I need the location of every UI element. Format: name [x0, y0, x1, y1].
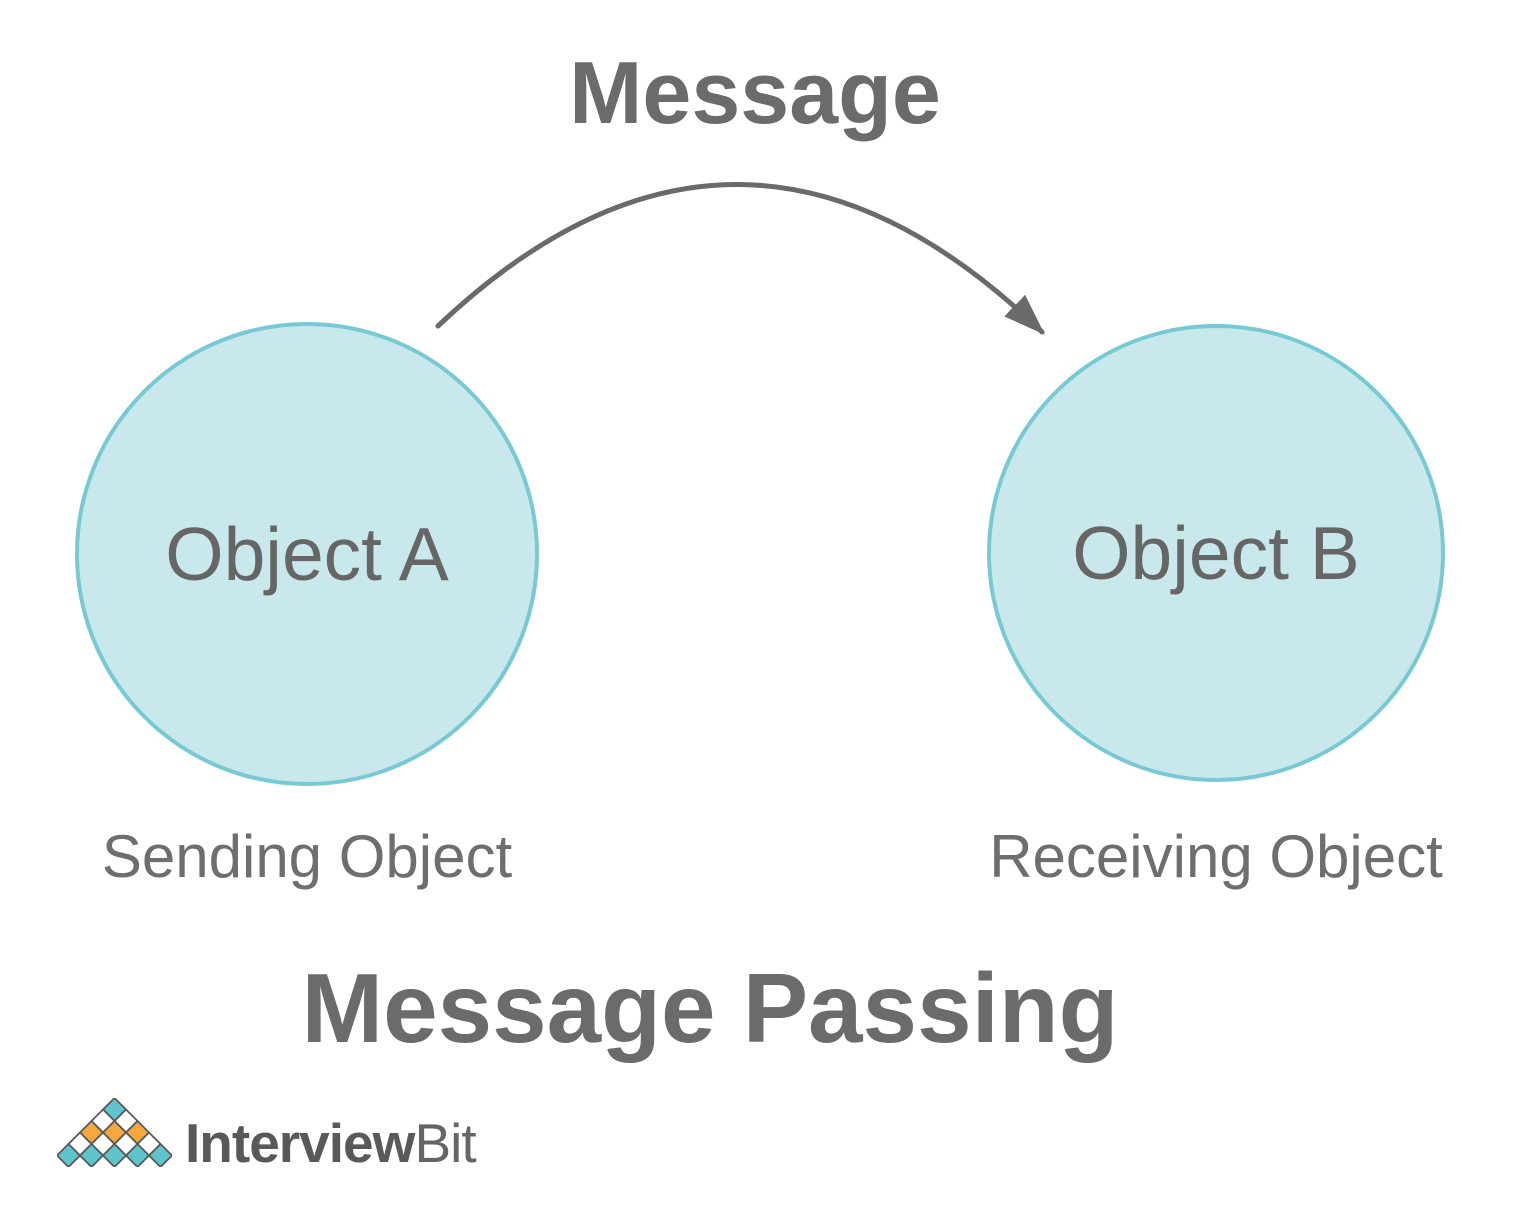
- interviewbit-logo: InterviewBit: [57, 1095, 487, 1185]
- logo-diamond: [78, 1142, 105, 1167]
- object-a-node: Object A: [75, 322, 539, 786]
- object-b-node: Object B: [987, 324, 1445, 782]
- logo-diamond: [147, 1142, 172, 1167]
- sending-object-caption: Sending Object: [101, 823, 513, 890]
- message-heading: Message: [569, 43, 941, 142]
- logo-diamond: [101, 1142, 128, 1167]
- receiving-object-caption: Receiving Object: [989, 823, 1443, 890]
- arrow-curve: [435, 182, 1045, 335]
- logo-diamond: [124, 1142, 151, 1167]
- object-b-label: Object B: [1072, 511, 1360, 595]
- object-a-label: Object A: [165, 512, 449, 596]
- logo-diamond: [57, 1142, 82, 1167]
- logo-wordmark: InterviewBit: [185, 1111, 477, 1175]
- diamond-pyramid-icon: [57, 1098, 172, 1167]
- diagram-title: Message Passing: [301, 953, 1119, 1063]
- logo-text-bit: Bit: [414, 1112, 476, 1174]
- logo-text-interview: Interview: [185, 1112, 415, 1174]
